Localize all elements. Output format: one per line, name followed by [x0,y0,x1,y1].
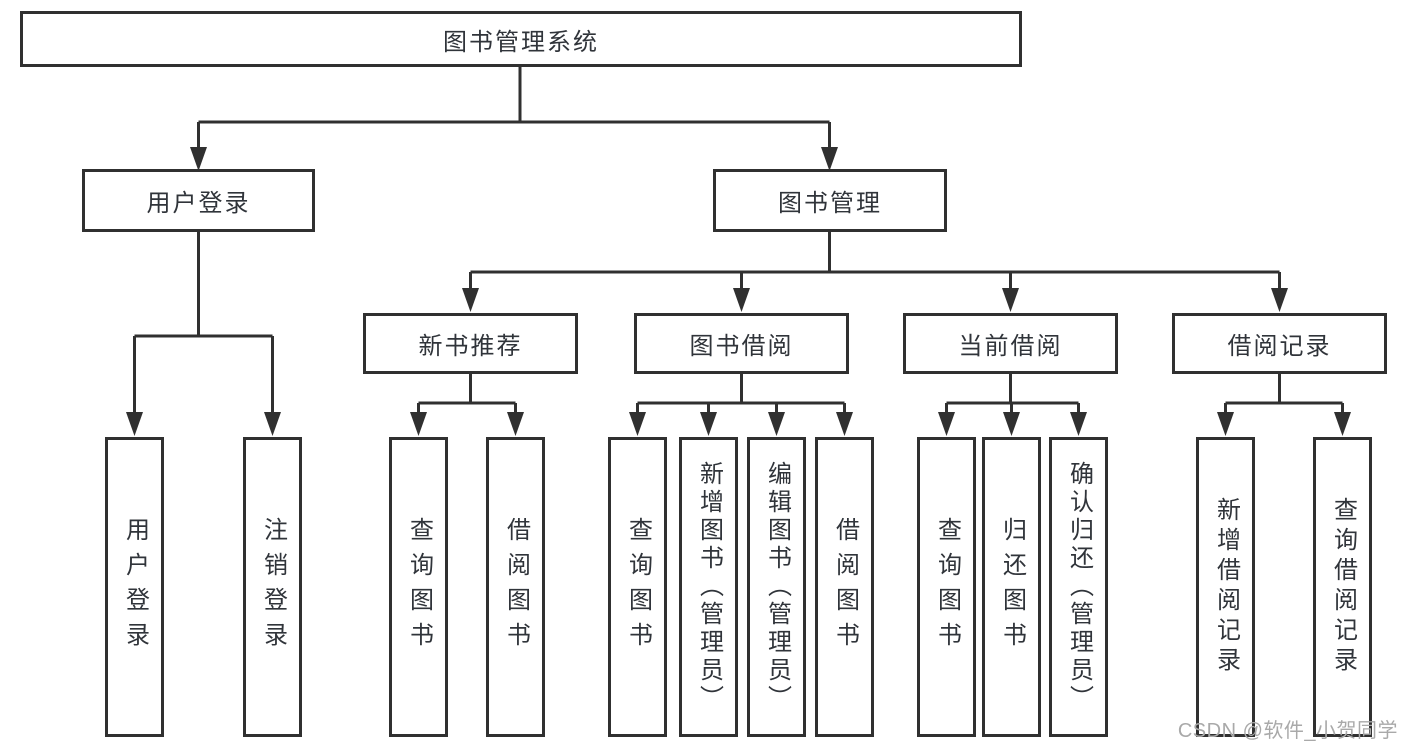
connector-root-to-level2 [197,67,831,149]
node-label: 图书管理系统 [443,28,599,56]
leaf-add-book-admin: 新增图书（管理员） [679,437,738,737]
arrowhead-icon [836,412,853,436]
arrowhead-icon [190,147,207,171]
connector-lines [133,67,1344,414]
leaf-edit-book-admin: 编辑图书（管理员） [747,437,806,737]
node-label: 编辑图书（管理员） [763,461,791,713]
csdn-watermark: CSDN @软件_小贺同学 [1177,720,1398,742]
leaf-confirm-return-admin: 确认归还（管理员） [1049,437,1108,737]
node-label: 确认归还（管理员） [1065,461,1093,713]
leaf-user-login: 用户登录 [105,437,164,737]
arrowhead-icon [507,412,524,436]
node-label: 查询图书 [624,517,652,657]
arrowhead-icon [768,412,785,436]
arrowhead-icon [1217,412,1234,436]
node-label: 当前借阅 [958,333,1063,360]
leaf-query-borrow-record: 查询借阅记录 [1313,437,1372,737]
arrowhead-icon [126,412,143,436]
arrowhead-icons [126,147,1351,436]
node-user-login: 用户登录 [82,169,315,232]
arrowhead-icon [410,412,427,436]
leaf-query-books-current: 查询图书 [917,437,976,737]
node-label: 借阅记录 [1227,333,1332,360]
connector-book-borrowing-to-leaves [636,374,846,414]
node-label: 查询图书 [405,517,433,657]
connector-book-management-to-level3 [469,232,1281,290]
node-label: 借阅图书 [502,517,530,657]
arrowhead-icon [264,412,281,436]
node-label: 图书管理 [778,190,882,217]
arrowhead-icon [1003,412,1020,436]
leaf-return-books: 归还图书 [982,437,1041,737]
node-book-borrowing: 图书借阅 [634,313,849,374]
arrowhead-icon [1334,412,1351,436]
node-root-system: 图书管理系统 [20,11,1022,67]
node-label: 新书推荐 [418,333,523,360]
arrowhead-icon [938,412,955,436]
node-label: 借阅图书 [831,517,859,657]
node-label: 查询图书 [933,517,961,657]
node-label: 归还图书 [998,517,1026,657]
arrowhead-icon [700,412,717,436]
node-label: 查询借阅记录 [1329,497,1357,677]
connector-current-borrowing-to-leaves [945,374,1080,414]
arrowhead-icon [462,288,479,312]
node-label: 用户登录 [121,517,149,657]
node-label: 新增图书（管理员） [695,461,723,713]
node-current-borrowing: 当前借阅 [903,313,1118,374]
node-book-management: 图书管理 [713,169,947,232]
node-label: 用户登录 [146,190,251,217]
connector-borrowing-records-to-leaves [1224,374,1344,414]
node-label: 注销登录 [259,517,287,657]
arrowhead-icon [821,147,838,171]
leaf-query-books-recommend: 查询图书 [389,437,448,737]
node-label: 图书借阅 [689,333,794,360]
arrowhead-icon [1271,288,1288,312]
arrowhead-icon [629,412,646,436]
arrowhead-icon [1002,288,1019,312]
arrowhead-icon [733,288,750,312]
leaf-borrow-books-recommend: 借阅图书 [486,437,545,737]
node-new-book-recommend: 新书推荐 [363,313,578,374]
leaf-add-borrow-record: 新增借阅记录 [1196,437,1255,737]
node-label: 新增借阅记录 [1212,497,1240,677]
leaf-logout: 注销登录 [243,437,302,737]
arrowhead-icon [1070,412,1087,436]
leaf-query-books-borrowing: 查询图书 [608,437,667,737]
connector-new-book-recommend-to-leaves [417,374,517,414]
node-borrowing-records: 借阅记录 [1172,313,1387,374]
connector-user-login-to-leaves [133,232,274,414]
leaf-borrow-books-borrowing: 借阅图书 [815,437,874,737]
